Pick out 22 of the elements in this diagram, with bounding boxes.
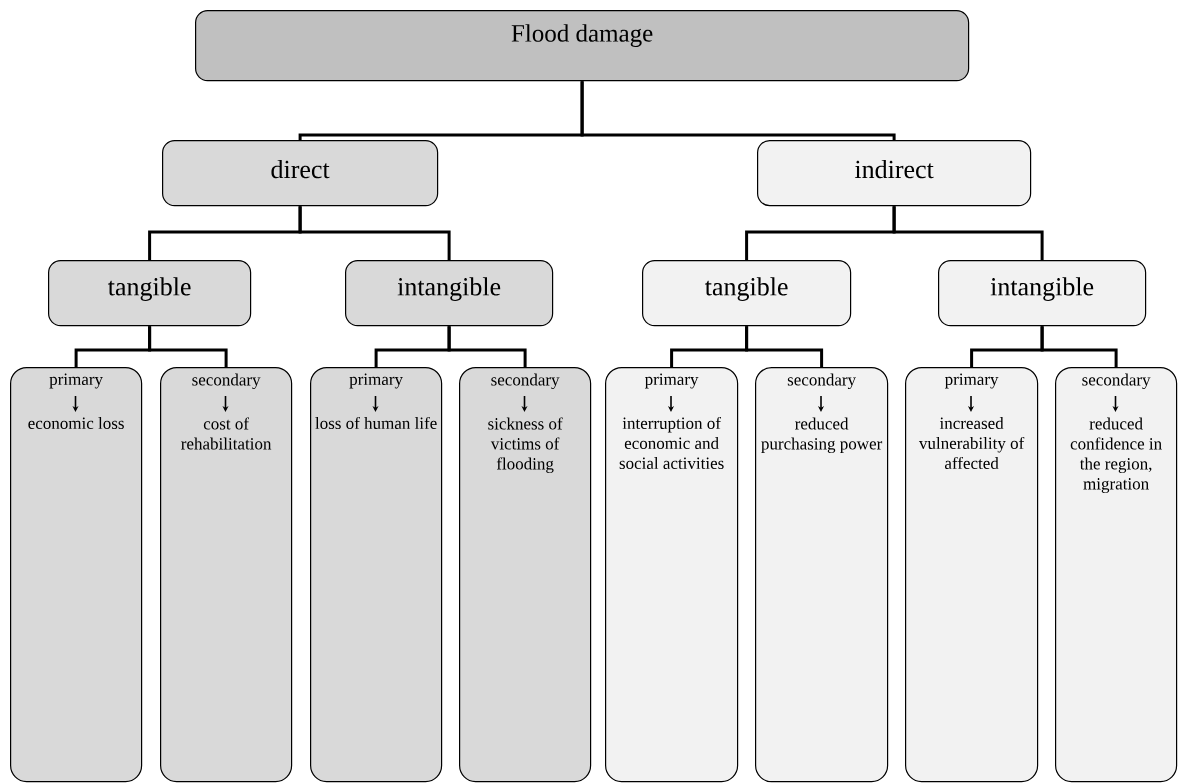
category-box: primary loss of human life (310, 366, 443, 783)
category-box: secondary sickness of victims of flooding (459, 366, 592, 783)
category-box: secondary reduced confidence in the region, migration (1055, 366, 1178, 783)
category-box: Flood damage (195, 10, 970, 82)
connector-line (447, 326, 527, 367)
category-box: intangible (938, 259, 1147, 327)
category-box: tangible (642, 259, 852, 327)
category-box: tangible (48, 259, 252, 327)
category-box: secondary cost of rehabilitation (160, 366, 293, 783)
category-box: intangible (345, 259, 554, 327)
connector-line (148, 326, 228, 367)
connector-line (298, 206, 451, 260)
connector-line (1040, 326, 1118, 367)
connector-line (580, 81, 896, 140)
category-box: secondary reduced purchasing power (755, 366, 889, 783)
category-box: direct (162, 140, 439, 207)
connector-line (745, 326, 824, 367)
category-box: primary interruption of economic and social activities (605, 366, 739, 783)
category-box: primary economic loss (10, 366, 143, 783)
connector-line (892, 206, 1044, 260)
category-box: indirect (757, 140, 1032, 207)
category-box: primary increased vulnerability of affected (905, 366, 1039, 783)
